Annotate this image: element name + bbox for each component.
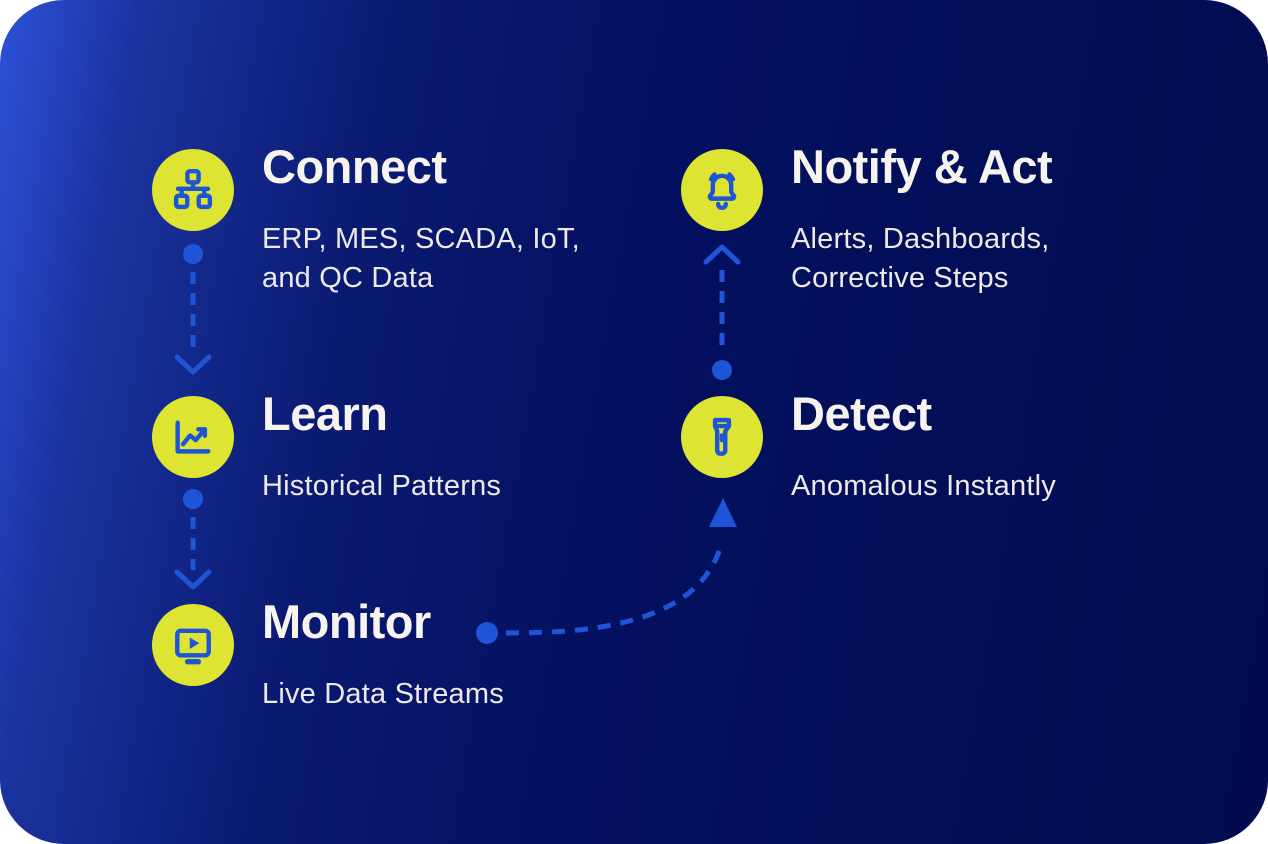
trend-chart-icon: [175, 420, 211, 454]
monitor-play-icon: [175, 628, 211, 665]
connector-detect-to-notify: [703, 244, 741, 380]
arrow-down-icon: [174, 354, 212, 375]
learn-badge: [152, 396, 234, 478]
step-subtitle: Historical Patterns: [262, 470, 502, 502]
step-title: Learn: [262, 387, 388, 440]
step-title: Notify & Act: [791, 140, 1053, 193]
step-detect: Detect Anomalous Instantly: [681, 389, 1056, 506]
connector-start-dot: [476, 622, 498, 644]
step-title: Connect: [262, 140, 447, 193]
step-title: Monitor: [262, 595, 431, 648]
step-title: Detect: [791, 387, 932, 440]
step-monitor: Monitor Live Data Streams: [152, 597, 504, 714]
step-connect: Connect ERP, MES, SCADA, IoT, and QC Dat…: [152, 142, 580, 298]
connector-start-dot: [712, 360, 732, 380]
step-subtitle: Live Data Streams: [262, 678, 504, 710]
step-subtitle: Anomalous Instantly: [791, 470, 1056, 502]
arrow-up-icon: [703, 244, 741, 265]
step-subtitle: ERP, MES, SCADA, IoT, and QC Data: [262, 223, 580, 294]
connector-monitor-to-detect: [476, 498, 737, 644]
monitor-badge: [152, 604, 234, 686]
arrow-down-icon: [174, 569, 212, 590]
detect-badge: [681, 396, 763, 478]
notify-badge: [681, 149, 763, 231]
connect-badge: [152, 149, 234, 231]
connector-connect-to-learn: [174, 244, 212, 375]
arrow-up-icon: [709, 498, 737, 527]
step-learn: Learn Historical Patterns: [152, 389, 502, 506]
bell-ring-icon: [707, 172, 737, 210]
dashed-curve: [505, 541, 725, 636]
step-subtitle: Alerts, Dashboards, Corrective Steps: [791, 223, 1050, 294]
flashlight-icon: [712, 417, 732, 456]
step-notify-act: Notify & Act Alerts, Dashboards, Correct…: [681, 142, 1053, 298]
network-icon: [173, 169, 213, 210]
connector-start-dot: [183, 489, 203, 509]
connector-learn-to-monitor: [174, 489, 212, 590]
connector-start-dot: [183, 244, 203, 264]
